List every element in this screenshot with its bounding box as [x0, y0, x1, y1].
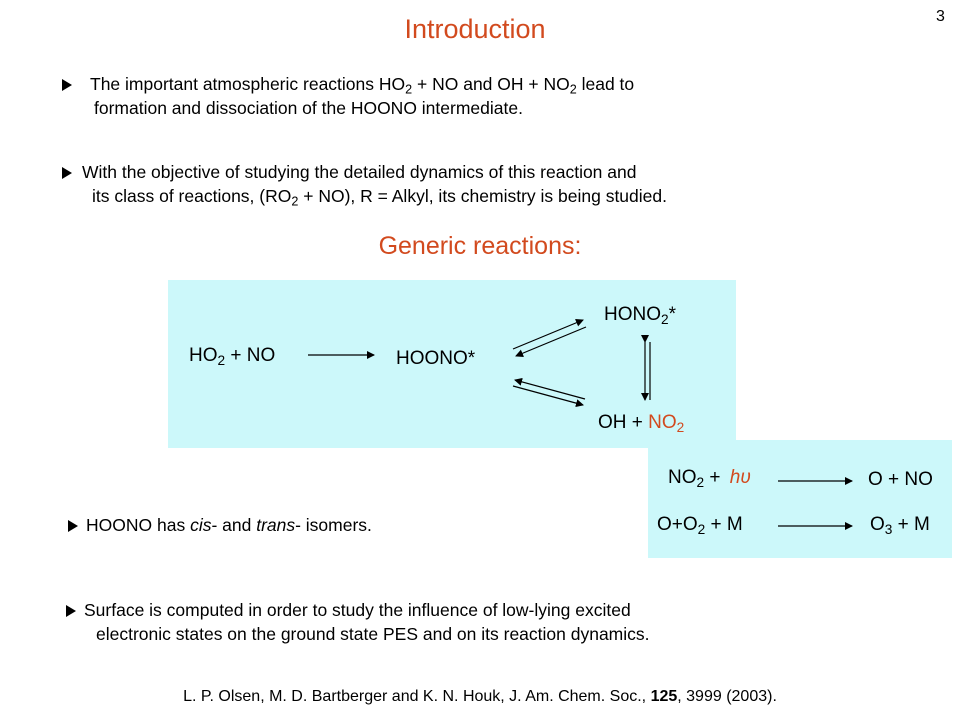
bullet-line: Surface is computed in order to study th… — [66, 598, 650, 622]
photolysis-reactant: NO2 + hυ — [668, 467, 751, 490]
top-product-label: HONO2* — [604, 304, 677, 327]
equilibrium-arrow-icon — [514, 377, 586, 400]
photolysis-panel — [648, 440, 952, 558]
bottom-product-label: OH + NO2 — [598, 412, 685, 435]
ozone-product: O3 + M — [870, 514, 930, 537]
photolysis-product: O + NO — [868, 469, 933, 490]
bullet-line: formation and dissociation of the HOONO … — [94, 98, 523, 118]
bullet-objective: With the objective of studying the detai… — [62, 160, 667, 208]
section-subtitle: Generic reactions: — [378, 232, 582, 260]
slide-title: Introduction — [404, 14, 546, 44]
bullet-surface: Surface is computed in order to study th… — [66, 598, 650, 646]
bullet-arrow-icon — [66, 605, 76, 617]
bullet-arrow-icon — [62, 79, 72, 91]
bullet-line: With the objective of studying the detai… — [62, 160, 667, 184]
reactant-label: HO2 + NO — [189, 345, 276, 368]
bullet-isomers: HOONO has cis- and trans- isomers. — [68, 513, 372, 537]
bullet-atmospheric: The important atmospheric reactions HO2 … — [62, 72, 634, 120]
bullet-line: The important atmospheric reactions HO2 … — [62, 72, 634, 96]
page-number: 3 — [936, 8, 945, 25]
intermediate-label: HOONO* — [396, 348, 476, 369]
bullet-line: its class of reactions, (RO2 + NO), R = … — [92, 186, 667, 209]
ozone-reactant: O+O2 + M — [657, 514, 743, 537]
equilibrium-arrow-icon — [515, 326, 587, 358]
bullet-line: electronic states on the ground state PE… — [96, 624, 650, 644]
bullet-arrow-icon — [68, 520, 78, 532]
bullet-arrow-icon — [62, 167, 72, 179]
equilibrium-arrow-icon — [512, 385, 584, 408]
citation: L. P. Olsen, M. D. Bartberger and K. N. … — [183, 688, 777, 705]
equilibrium-arrow-icon — [512, 318, 584, 350]
